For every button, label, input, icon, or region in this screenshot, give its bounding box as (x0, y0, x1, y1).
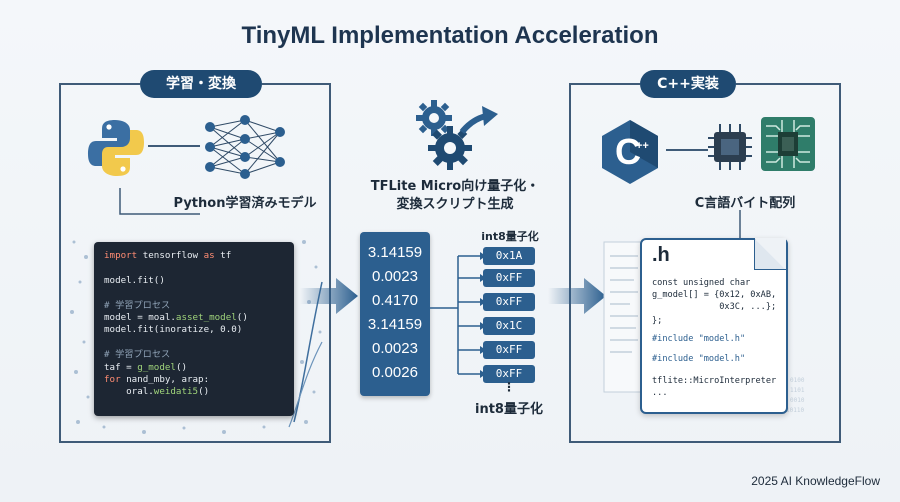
neural-network-icon (205, 115, 285, 179)
page-title: TinyML Implementation Acceleration (241, 22, 659, 49)
gear-icon (416, 100, 498, 170)
float-value: 0.4170 (372, 292, 418, 309)
circuit-board-icon (761, 117, 815, 171)
header-code-line: g_model[] = {0x12, 0xAB, (652, 290, 777, 300)
float-value: 0.0026 (372, 364, 418, 381)
python-model-label: Python学習済みモデル (173, 196, 317, 211)
left-section-frame (59, 83, 331, 443)
header-code-line: ... (652, 388, 668, 398)
section-pill-cpp: C++実装 (640, 70, 736, 98)
python-logo-icon (88, 120, 144, 176)
int8-value: 0xFF (483, 269, 535, 287)
svg-text:10110: 10110 (786, 407, 804, 414)
float-value: 3.14159 (367, 244, 423, 261)
int8-value: 0xFF (483, 365, 535, 383)
int8-label-bottom: int8量子化 (475, 402, 543, 417)
int8-label-top: int8量子化 (481, 230, 539, 243)
c-byte-array-label: C言語バイト配列 (694, 196, 796, 211)
header-code-line: const unsigned char (652, 278, 751, 288)
page-fold-icon (754, 238, 786, 270)
tflite-label-line1: TFLite Micro向け量子化・ (370, 179, 540, 194)
int8-value: 0xFF (483, 341, 535, 359)
section-pill-training: 学習・変換 (140, 70, 262, 98)
header-code-line: }; (652, 316, 663, 326)
float-value: 3.14159 (367, 316, 423, 333)
int8-value: 0x1C (483, 317, 535, 335)
svg-text:0100: 0100 (790, 377, 805, 384)
header-file-card: .h const unsigned char g_model[] = {0x12… (640, 238, 788, 414)
cpp-logo-plus: ++ (636, 140, 649, 152)
python-code-block: import tensorflow as tf model.fit() # 学習… (94, 242, 294, 416)
header-code-line: 0x3C, ...}; (652, 302, 777, 312)
int8-value: 0x1A (483, 247, 535, 265)
float-values-card: 3.14159 0.0023 0.4170 3.14159 0.0023 0.0… (360, 232, 430, 396)
int8-value: 0xFF (483, 293, 535, 311)
header-code-line: tflite::MicroInterpreter (652, 376, 777, 386)
int8-ellipsis: ⋮ (503, 380, 515, 394)
tflite-label-line2: 変換スクリプト生成 (396, 197, 514, 212)
header-file-ext: .h (652, 244, 670, 266)
float-value: 0.0023 (372, 340, 418, 357)
header-code-line: #include "model.h" (652, 334, 746, 344)
footer-credit: 2025 AI KnowledgeFlow (751, 474, 880, 488)
arrow-right-icon (300, 278, 358, 314)
arrow-right-icon (548, 278, 606, 314)
right-section-frame (569, 83, 841, 443)
microchip-icon (708, 124, 752, 170)
svg-text:0010: 0010 (790, 397, 805, 404)
header-code-line: #include "model.h" (652, 354, 746, 364)
cpp-logo-icon: C ++ (596, 118, 664, 186)
svg-text:1101: 1101 (790, 387, 805, 394)
cpp-logo-letter: C (615, 131, 641, 172)
tflite-label: TFLite Micro向け量子化・ 変換スクリプト生成 (360, 178, 550, 214)
document-background-decoration: 0100 1101 0010 10110 (603, 241, 805, 414)
float-value: 0.0023 (372, 268, 418, 285)
quantize-arrows (430, 252, 486, 378)
python-code-connector (119, 188, 200, 215)
